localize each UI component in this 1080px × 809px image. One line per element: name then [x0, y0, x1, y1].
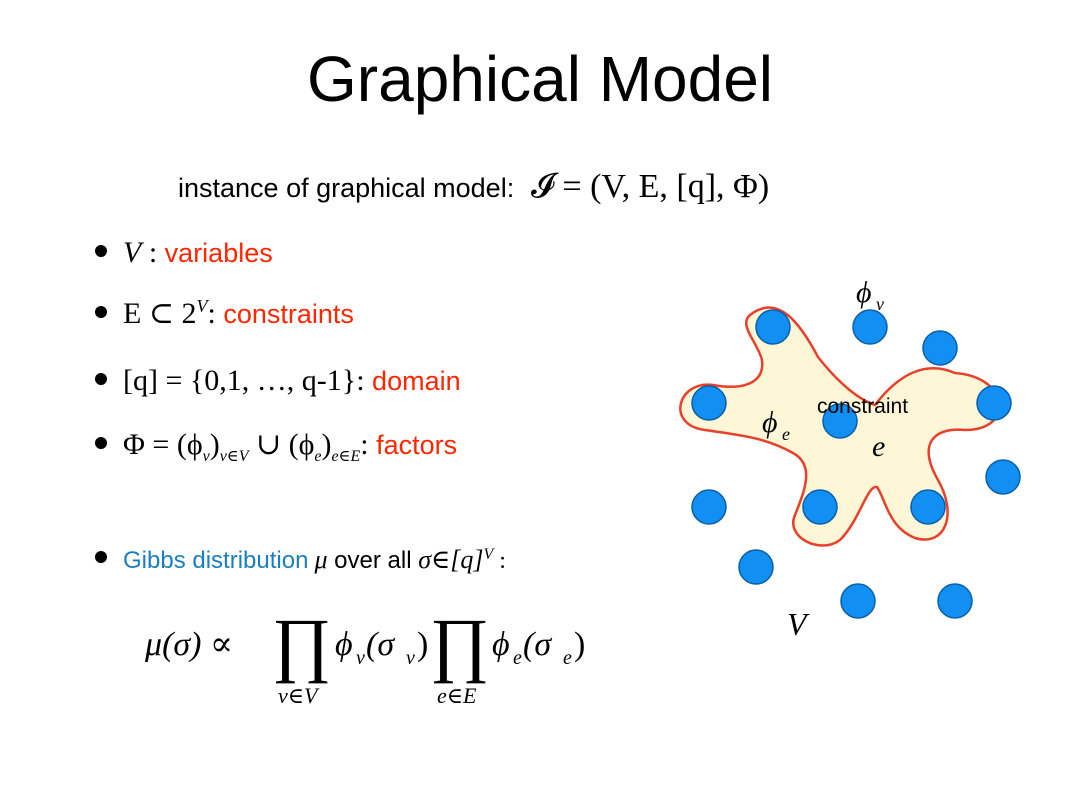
variable-node: [937, 583, 973, 619]
bullet-label: constraints: [223, 299, 354, 329]
formula-sigma-v: (σ: [366, 626, 395, 663]
bullet-sep: :: [360, 428, 377, 461]
bullet-sub: v: [202, 448, 210, 465]
slide-title: Graphical Model: [307, 43, 773, 115]
variable-node: [691, 385, 727, 421]
variable-node: [910, 489, 946, 525]
formula-sigma-e: (σ: [523, 626, 552, 663]
product-symbol-1: ∏: [272, 604, 331, 684]
product-symbol-2: ∏: [430, 604, 489, 684]
bullet-dot: [95, 437, 107, 449]
gibbs-formula: μ(σ) ∝ ∏ ϕ v (σ v ) v∈V ∏ ϕ e (σ e ) e∈E: [144, 604, 585, 708]
bullet-sep: :: [207, 297, 224, 330]
formula-phi-e-sub: e: [513, 647, 522, 669]
bullet-math: V: [123, 236, 142, 269]
gibbs-sigma: σ∈[q]: [418, 545, 484, 574]
gibbs-mu: μ: [314, 545, 328, 574]
variable-node: [840, 583, 876, 619]
gibbs-sup: V: [483, 546, 494, 563]
bullet-mid: ): [209, 428, 220, 461]
variable-node: [802, 489, 838, 525]
variable-node: [691, 489, 727, 525]
phi-e-sub: e: [782, 424, 790, 444]
subtitle-label: instance of graphical model:: [178, 173, 515, 203]
phi-v-label: ϕ: [856, 276, 872, 309]
variable-node: [976, 385, 1012, 421]
V-label: V: [787, 606, 810, 642]
bullet-math: [q] = {0,1, …, q-1}: [123, 364, 357, 397]
variable-node: [738, 549, 774, 585]
bullet-math: Φ = (ϕ: [123, 428, 203, 461]
formula-sigma-v-sub: v: [406, 647, 415, 669]
bullet-domain: [q] = {0,1, …, q-1}: domain: [95, 364, 461, 398]
bullet-constraints: E ⊂ 2V: constraints: [95, 296, 354, 331]
gibbs-over: over all: [327, 547, 419, 574]
bullet-sub: e∈E: [331, 448, 361, 465]
bullet-label: variables: [164, 238, 273, 268]
variable-node: [852, 309, 888, 345]
bullet-gibbs: Gibbs distribution μ over all σ∈[q]V :: [95, 545, 506, 575]
gibbs-label: Gibbs distribution: [123, 547, 309, 574]
formula-phi-v-sub: v: [356, 647, 365, 669]
bullet-sub: e: [314, 448, 322, 465]
gibbs-colon: :: [493, 548, 506, 574]
bullet-variables: V : variables: [95, 236, 273, 270]
formula-lhs: μ(σ) ∝: [144, 626, 233, 663]
variable-node: [755, 309, 791, 345]
bullet-dot: [95, 373, 107, 385]
constraint-label: constraint: [817, 395, 908, 418]
bullet-math: E ⊂ 2: [123, 297, 197, 330]
phi-v-sub: v: [876, 294, 884, 314]
bullet-label: factors: [376, 430, 458, 460]
bullet-label: domain: [372, 366, 461, 396]
formula-phi-v: ϕ: [335, 626, 353, 663]
variable-node: [822, 403, 858, 439]
phi-e-label: ϕ: [762, 406, 778, 439]
formula-index-v: v∈V: [278, 683, 320, 708]
bullet-dot: [95, 306, 107, 318]
subtitle-math: 𝓘 = (V, E, [q], Φ): [530, 168, 770, 205]
bullet-sep: :: [356, 364, 373, 397]
subtitle: instance of graphical model: 𝓘 = (V, E, …: [178, 168, 769, 206]
variable-node: [922, 330, 958, 366]
formula-phi-e: ϕ: [492, 626, 510, 663]
bullet-dot: [95, 245, 107, 257]
e-label: e: [872, 430, 885, 463]
factor-graph-diagram: ϕ v ϕ e e V constraint: [679, 276, 1021, 642]
bullet-sep: :: [141, 236, 165, 269]
variable-nodes: [691, 309, 1021, 619]
formula-index-e: e∈E: [437, 683, 477, 708]
formula-sigma-e-sub: e: [563, 647, 572, 669]
bullet-mid: ): [321, 428, 332, 461]
variable-node: [985, 459, 1021, 495]
bullet-mid: ∪ (ϕ: [248, 428, 315, 461]
bullet-sup: V: [196, 296, 208, 316]
bullet-factors: Φ = (ϕv)v∈V ∪ (ϕe)e∈E: factors: [95, 427, 457, 466]
formula-close-2: ): [574, 626, 585, 663]
bullet-dot: [95, 551, 107, 563]
bullet-sub: v∈V: [219, 448, 249, 465]
formula-close-1: ): [417, 626, 428, 663]
